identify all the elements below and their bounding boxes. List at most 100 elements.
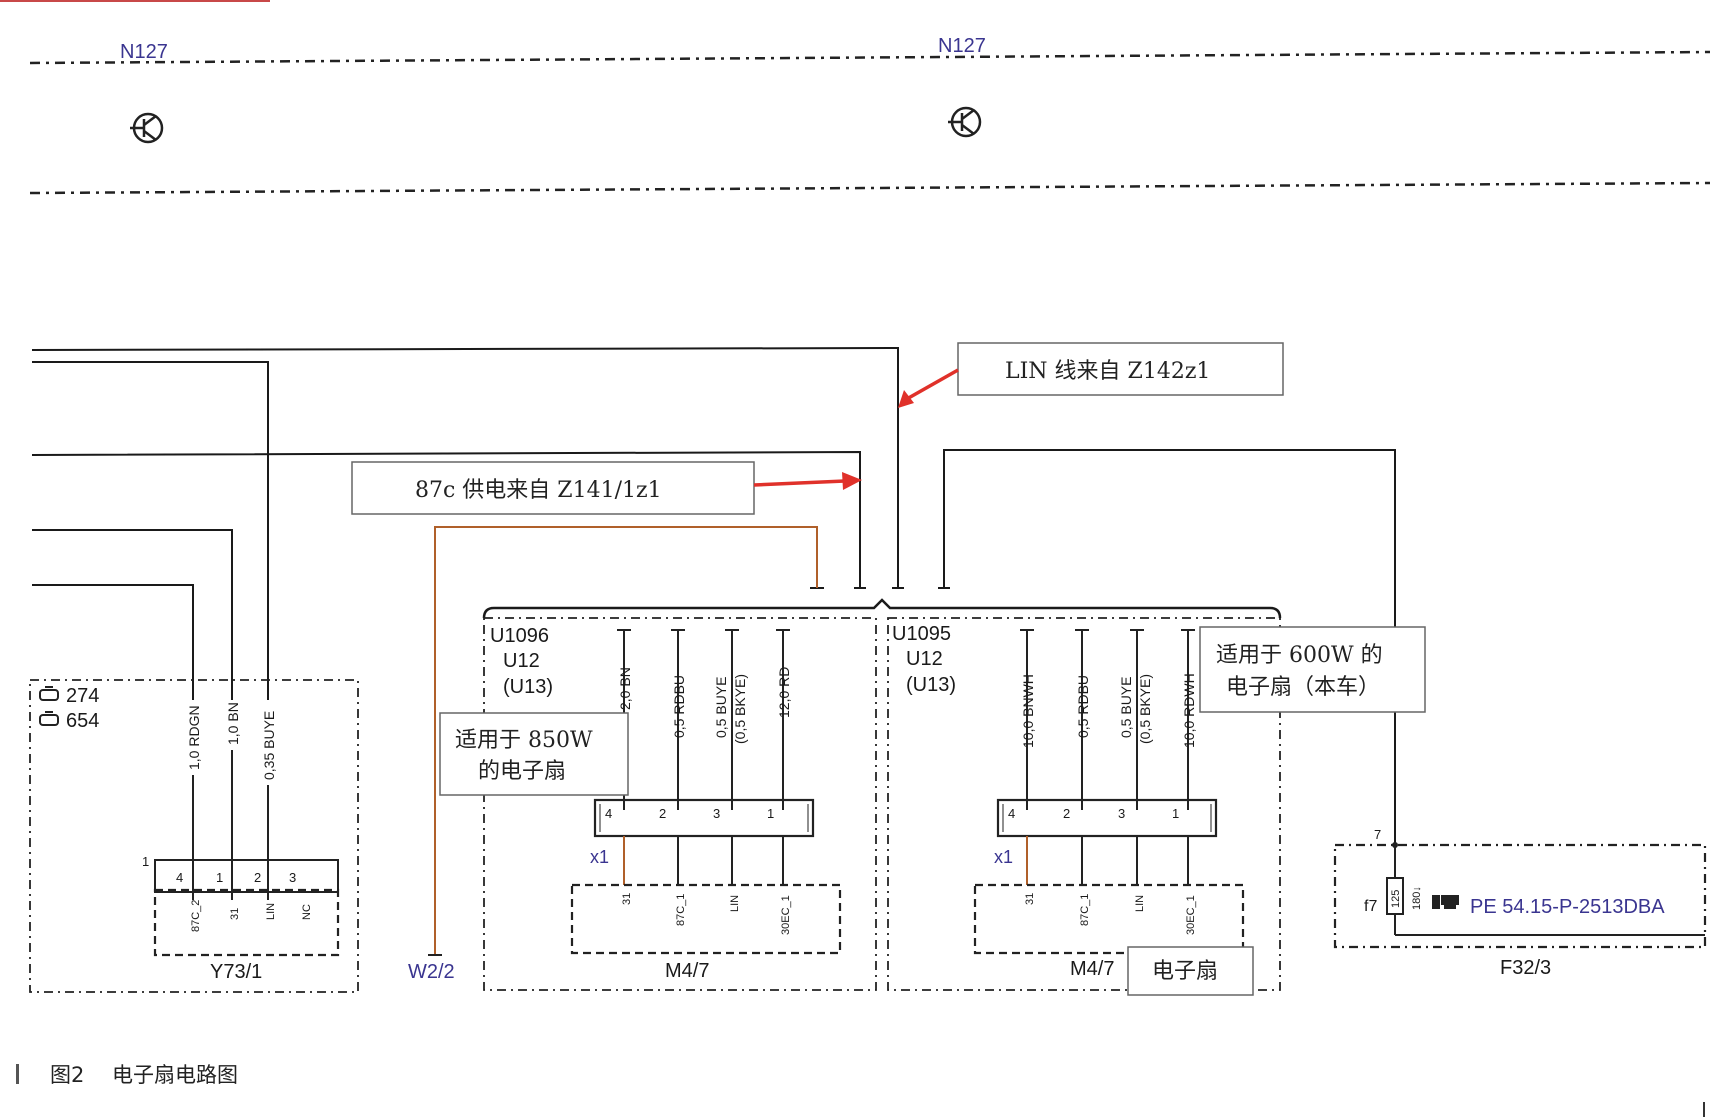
u1096-pinname-4: 30EC_1 xyxy=(780,895,792,935)
y73-pinname-4: NC xyxy=(301,904,313,920)
u1096-module: U1096 U12 (U13) 2,0 BN 0,5 RDBU 0,5 BUYE… xyxy=(483,617,877,991)
supply-arrow-icon xyxy=(842,472,862,490)
caption-marker xyxy=(16,1064,19,1084)
u1095-pinname-2: 87C_1 xyxy=(1079,894,1091,926)
n127-bus: N127 N127 xyxy=(29,35,1711,195)
f32-amp2: 180↓ xyxy=(1411,886,1423,910)
wire-87c-main xyxy=(31,450,861,588)
y73-block: 274 654 1,0 RDGN 1,0 BN 0,35 BUYE 1 4 1 … xyxy=(29,679,359,993)
f32-dashed-box xyxy=(1333,843,1707,949)
engine-654-icon xyxy=(39,711,59,726)
u1096-u13: (U13) xyxy=(503,676,553,698)
u1095-motor xyxy=(973,883,1245,955)
u1095-wire-2: 0,5 RDBU xyxy=(1075,675,1091,738)
u1095-pinname-3: LIN xyxy=(1134,895,1146,912)
annotation-fan600-line1: 适用于 600W 的 xyxy=(1216,643,1383,668)
f32-ref-link[interactable]: PE 54.15-P-2513DBA xyxy=(1470,896,1665,918)
f32-amp: 125 xyxy=(1390,890,1402,908)
u1095-pinname-1: 31 xyxy=(1024,893,1036,905)
u1095-pinname-4: 30EC_1 xyxy=(1185,895,1197,935)
u1096-dashed-box xyxy=(483,617,877,991)
u1096-u12: U12 xyxy=(503,650,540,672)
u1095-wire-4: (0,5 BKYE) xyxy=(1137,674,1153,744)
bus-top-line xyxy=(29,50,1711,65)
u1095-pin-3: 3 xyxy=(1118,806,1125,821)
u1095-pin-4: 4 xyxy=(1008,806,1015,821)
f32-pin: 7 xyxy=(1374,827,1381,842)
u1096-pin-2: 2 xyxy=(659,806,666,821)
bus-symbol-left-icon xyxy=(130,112,164,144)
y73-pinname-3: LIN xyxy=(265,903,277,920)
wire-lin-main xyxy=(31,346,899,588)
annotation-fan600: 适用于 600W 的 电子扇（本车） xyxy=(1199,626,1426,713)
engine-274-icon xyxy=(39,686,59,701)
y73-wire-1: 1,0 RDGN xyxy=(186,705,202,770)
annotation-efan-text: 电子扇 xyxy=(1152,959,1218,984)
u1096-wire-2: 0,5 RDBU xyxy=(671,675,687,738)
u1095-wire-5: 10,0 RDWH xyxy=(1181,673,1197,748)
wire-y73-rdgn xyxy=(32,584,194,700)
u1095-wire-3: 0,5 BUYE xyxy=(1118,677,1134,738)
y73-pin-3: 2 xyxy=(254,870,261,885)
annotation-lin-text: LIN 线来自 Z142z1 xyxy=(1005,359,1210,384)
u1096-pinname-1: 31 xyxy=(621,893,633,905)
annotation-efan: 电子扇 xyxy=(1127,946,1254,996)
u1096-motor xyxy=(570,883,842,955)
u1096-name: M4/7 xyxy=(665,960,709,982)
y73-connector-no: 1 xyxy=(142,854,149,869)
engine-274-label: 274 xyxy=(66,685,99,707)
u1095-u13: (U13) xyxy=(906,674,956,696)
u1095-x1: x1 xyxy=(994,847,1013,867)
u1096-pinname-2: 87C_1 xyxy=(675,894,687,926)
u1095-name: M4/7 xyxy=(1070,958,1114,980)
harness-bracket xyxy=(482,598,1282,619)
u1096-wire-3: 0,5 BUYE xyxy=(713,677,729,738)
u1096-pinname-3: LIN xyxy=(729,895,741,912)
f32-name: F32/3 xyxy=(1500,957,1551,979)
lin-arrow-icon xyxy=(898,390,914,408)
u1096-pin-3: 3 xyxy=(713,806,720,821)
u1095-code: U1095 xyxy=(892,623,951,645)
u1095-wire-1: 10,0 BNWH xyxy=(1020,674,1036,748)
u1096-connector xyxy=(593,798,815,838)
y73-pinname-1: 87C_2 xyxy=(190,900,202,932)
wire-w22-ground xyxy=(434,526,818,955)
bus-bottom-line xyxy=(29,181,1711,195)
y73-pinname-2: 31 xyxy=(229,908,241,920)
annotation-fan850-line2: 的电子扇 xyxy=(478,759,566,784)
u1095-dashed-box xyxy=(887,617,1281,991)
y73-wire-2: 1,0 BN xyxy=(225,702,241,745)
annotation-fan850-line1: 适用于 850W xyxy=(455,728,593,753)
u1096-wire-1: 2,0 BN xyxy=(617,667,633,710)
f32-fuse: f7 xyxy=(1364,898,1377,915)
w22-label: W2/2 xyxy=(408,961,455,983)
y73-connector xyxy=(154,859,339,893)
main-wires xyxy=(31,346,1396,845)
y73-pin-2: 1 xyxy=(216,870,223,885)
u1095-pin-2: 2 xyxy=(1063,806,1070,821)
y73-outer-dashed xyxy=(29,679,359,993)
u1096-pin-1: 1 xyxy=(767,806,774,821)
bus-label-right: N127 xyxy=(938,35,986,57)
y73-wire-3: 0,35 BUYE xyxy=(261,711,277,780)
caption-title: 电子扇电路图 xyxy=(112,1063,238,1087)
u1096-wire-5: 12,0 RD xyxy=(776,667,792,718)
bus-label-left: N127 xyxy=(120,41,168,63)
u1096-code: U1096 xyxy=(490,625,549,647)
u1095-module: U1095 U12 (U13) 10,0 BNWH 0,5 RDBU 0,5 B… xyxy=(887,617,1281,991)
bus-symbol-right-icon xyxy=(948,106,982,138)
u1095-pin-1: 1 xyxy=(1172,806,1179,821)
annotation-supply: 87c 供电来自 Z141/1z1 xyxy=(351,461,862,515)
y73-component xyxy=(153,888,340,957)
annotation-supply-text: 87c 供电来自 Z141/1z1 xyxy=(415,478,662,503)
annotation-fan600-line2: 电子扇（本车） xyxy=(1226,675,1380,700)
u1095-u12: U12 xyxy=(906,648,943,670)
y73-pin-1: 4 xyxy=(176,870,183,885)
u1095-connector xyxy=(996,798,1218,838)
y73-name: Y73/1 xyxy=(210,961,262,983)
f32-block: 7 f7 125 180↓ PE 54.15-P-2513DBA F32/3 xyxy=(1333,827,1707,979)
caption-fig: 图2 xyxy=(50,1063,84,1087)
wire-y73-buye xyxy=(32,361,269,700)
pointing-hand-icon xyxy=(1432,895,1459,909)
u1096-x1: x1 xyxy=(590,847,609,867)
